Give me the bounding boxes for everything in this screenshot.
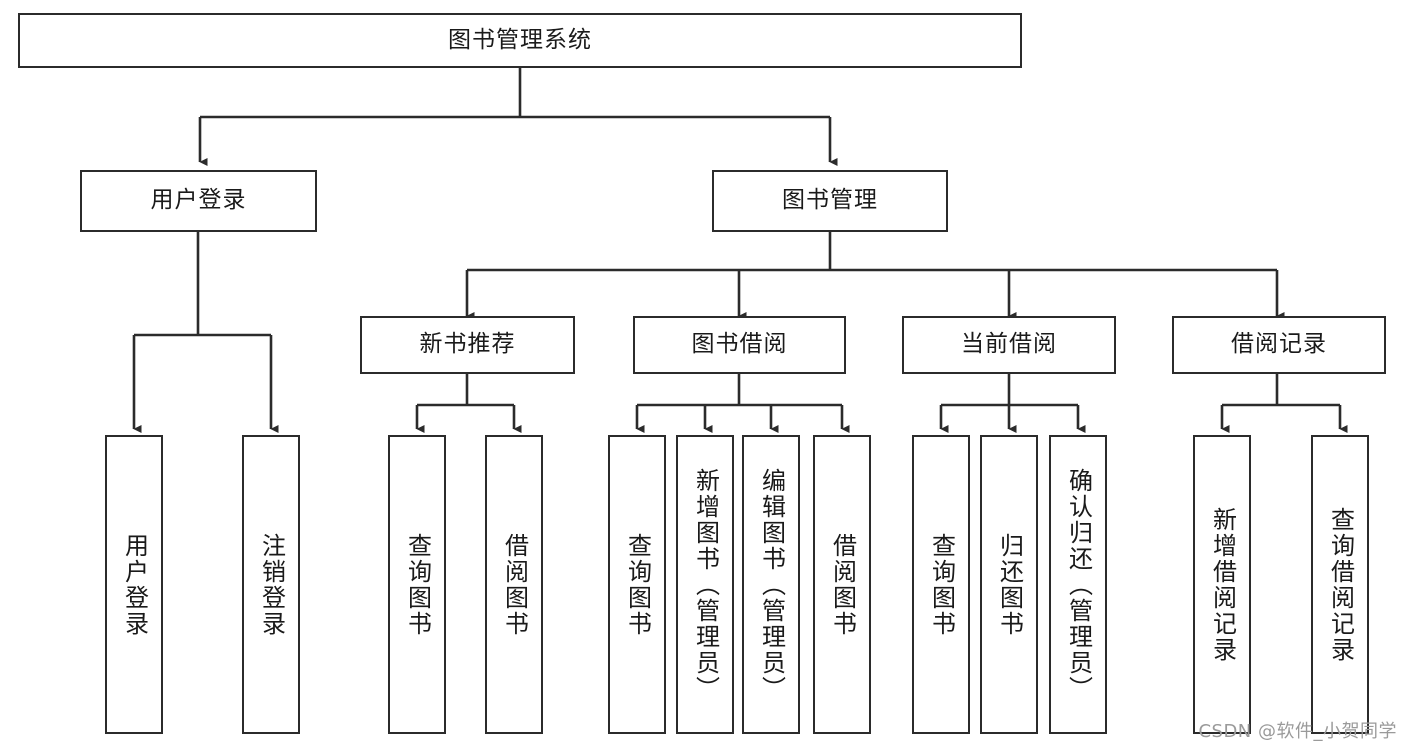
node-label: 当前借阅 — [961, 331, 1057, 358]
node-label: 查询图书 — [403, 532, 432, 637]
node-label: 新增图书（管理员） — [691, 467, 720, 702]
leaf-borrow-query-book[interactable]: 查询图书 — [608, 435, 666, 734]
leaf-user-login-logout[interactable]: 注销登录 — [242, 435, 300, 734]
node-label: 确认归还（管理员） — [1064, 467, 1093, 702]
node-label: 查询图书 — [623, 532, 652, 637]
node-label: 查询图书 — [927, 532, 956, 637]
node-borrow-record[interactable]: 借阅记录 — [1172, 316, 1386, 374]
leaf-borrow-add-book[interactable]: 新增图书（管理员） — [676, 435, 734, 734]
node-book-borrow[interactable]: 图书借阅 — [633, 316, 846, 374]
node-label: 借阅图书 — [828, 532, 857, 637]
leaf-new-book-borrow[interactable]: 借阅图书 — [485, 435, 543, 734]
node-label: 新增借阅记录 — [1208, 506, 1237, 663]
node-label: 图书管理 — [782, 187, 878, 214]
leaf-current-return-book[interactable]: 归还图书 — [980, 435, 1038, 734]
node-label: 注销登录 — [257, 532, 286, 637]
node-label: 用户登录 — [120, 532, 149, 637]
node-root-system[interactable]: 图书管理系统 — [18, 13, 1022, 68]
node-label: 借阅图书 — [500, 532, 529, 637]
leaf-borrow-edit-book[interactable]: 编辑图书（管理员） — [742, 435, 800, 734]
leaf-current-confirm-return[interactable]: 确认归还（管理员） — [1049, 435, 1107, 734]
leaf-record-query[interactable]: 查询借阅记录 — [1311, 435, 1369, 734]
node-label: 图书借阅 — [691, 331, 788, 358]
leaf-record-add[interactable]: 新增借阅记录 — [1193, 435, 1251, 734]
leaf-current-query-book[interactable]: 查询图书 — [912, 435, 970, 734]
node-new-book-recommend[interactable]: 新书推荐 — [360, 316, 575, 374]
node-current-borrow[interactable]: 当前借阅 — [902, 316, 1116, 374]
leaf-new-book-query[interactable]: 查询图书 — [388, 435, 446, 734]
node-label: 新书推荐 — [419, 331, 516, 358]
node-label: 借阅记录 — [1231, 331, 1327, 358]
csdn-watermark: CSDN @软件_小贺同学 — [1198, 721, 1397, 742]
node-label: 用户登录 — [150, 187, 247, 214]
node-label: 归还图书 — [995, 532, 1024, 637]
node-label: 编辑图书（管理员） — [757, 467, 786, 702]
leaf-borrow-borrow-book[interactable]: 借阅图书 — [813, 435, 871, 734]
node-label: 查询借阅记录 — [1326, 506, 1355, 663]
node-label: 图书管理系统 — [448, 26, 592, 53]
node-user-login[interactable]: 用户登录 — [80, 170, 317, 232]
leaf-user-login-login[interactable]: 用户登录 — [105, 435, 163, 734]
node-book-management[interactable]: 图书管理 — [712, 170, 948, 232]
